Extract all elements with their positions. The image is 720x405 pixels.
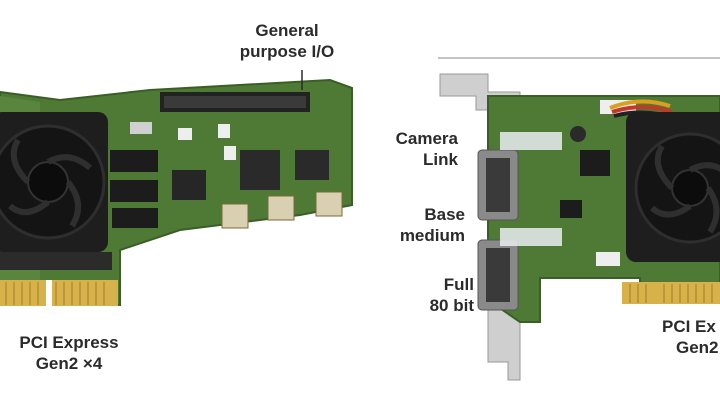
label-line: PCI Ex xyxy=(662,317,716,336)
label-general-purpose-io: General purpose I/O xyxy=(222,20,352,62)
label-line: PCI Express xyxy=(19,333,119,352)
pcie-edge-connector xyxy=(0,280,118,306)
label-line: purpose I/O xyxy=(239,42,335,61)
label-line: Link xyxy=(423,150,458,169)
memory-chip xyxy=(110,150,158,172)
label-line: Camera xyxy=(395,129,458,148)
label-camera-link: Camera Link xyxy=(370,128,458,170)
chip xyxy=(172,170,206,200)
pcie-edge-connector xyxy=(622,282,720,304)
chip xyxy=(295,150,329,180)
right-frame-grabber-board xyxy=(439,73,720,381)
label-line: Base xyxy=(424,205,465,224)
memory-chip xyxy=(112,208,158,228)
label-line: 80 bit xyxy=(429,296,474,315)
chip xyxy=(240,150,280,190)
label-pci-express-left: PCI Express Gen2 ×4 xyxy=(4,332,134,374)
label-line: Full xyxy=(443,275,474,294)
label-line: Gen2 xyxy=(676,338,719,357)
label-full-80-bit: Full 80 bit xyxy=(370,274,474,316)
inductor xyxy=(267,195,295,221)
memory-chip xyxy=(110,180,158,202)
label-line: medium xyxy=(399,226,465,245)
label-pci-express-right: PCI Ex Gen2 xyxy=(662,316,720,358)
inductor xyxy=(315,191,343,217)
label-line: Gen2 ×4 xyxy=(35,354,103,373)
label-base-medium: Base medium xyxy=(370,204,465,246)
label-line: General xyxy=(255,21,319,40)
inductor xyxy=(221,203,249,229)
left-frame-grabber-board xyxy=(0,78,353,307)
